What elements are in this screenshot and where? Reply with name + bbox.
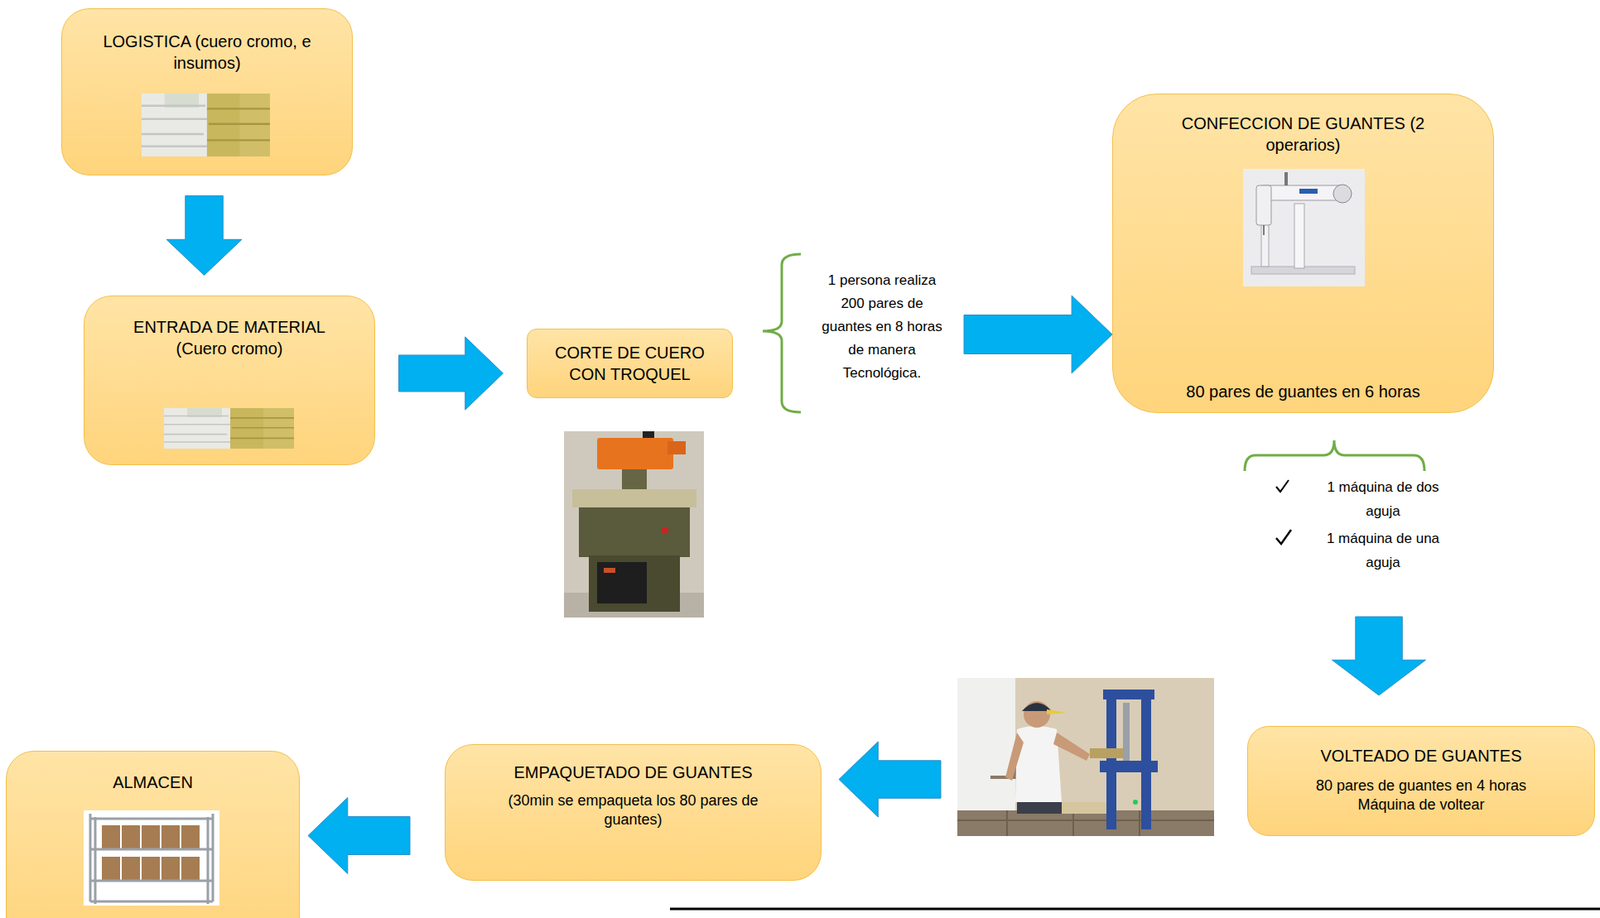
- flow-arrow: [399, 337, 504, 410]
- process-box: ALMACEN: [5, 751, 300, 918]
- box-title: EMPAQUETADO DE GUANTES: [513, 761, 752, 784]
- turning-machine-photo-part: [1141, 693, 1152, 830]
- turning-machine-photo-part: [1023, 701, 1051, 728]
- rule-line: [669, 908, 1600, 911]
- turning-machine-photo: [957, 678, 1215, 837]
- die-cutting-press-photo-part: [597, 438, 674, 470]
- die-cutting-press-photo-part: [563, 431, 704, 618]
- turning-machine-photo-part: [957, 678, 1215, 837]
- process-box: VOLTEADO DE GUANTES 80 pares de guantes e…: [1247, 726, 1596, 837]
- die-cutting-press-photo-part: [603, 568, 616, 574]
- die-cutting-press-photo-part: [572, 489, 697, 508]
- turning-machine-photo-part: [1132, 800, 1138, 805]
- box-title: VOLTEADO DE GUANTES: [1320, 745, 1522, 767]
- die-cutting-press-photo-part: [642, 431, 655, 444]
- note-text: 1 máquina de una aguja: [1312, 526, 1454, 575]
- die-cutting-press-photo-part: [597, 562, 647, 604]
- die-cutting-press-photo-part: [661, 527, 669, 535]
- turning-machine-photo-part: [1053, 732, 1090, 762]
- box-title: ALMACEN: [112, 771, 193, 794]
- die-cutting-press-photo-part: [621, 469, 647, 492]
- process-box: CONFECCION DE GUANTES (2 operarios) 80 pa…: [1112, 93, 1494, 414]
- turning-machine-photo-part: [1021, 703, 1052, 712]
- note-text: 1 máquina de dos aguja: [1312, 475, 1454, 524]
- box-note: 80 pares de guantes en 4 horas Máquina d…: [1296, 776, 1546, 815]
- die-cutting-press-photo-part: [578, 507, 690, 558]
- process-box: EMPAQUETADO DE GUANTES (30min se empaquet…: [444, 744, 822, 882]
- turning-machine-photo-part: [1106, 693, 1117, 830]
- box-title: ENTRADA DE MATERIAL (Cuero cromo): [121, 316, 338, 360]
- flow-arrow: [166, 196, 242, 276]
- turning-machine-photo-part: [1016, 802, 1062, 815]
- box-title: CONFECCION DE GUANTES (2 operarios): [1171, 112, 1437, 156]
- process-box: ENTRADA DE MATERIAL (Cuero cromo): [83, 295, 376, 466]
- turning-machine-photo-part: [957, 810, 1215, 837]
- turning-machine-photo-part: [957, 810, 1215, 837]
- turning-machine-photo-part: [1046, 709, 1067, 715]
- box-title: CORTE DE CUERO CON TROQUEL: [547, 342, 714, 386]
- die-cutting-press-photo-part: [667, 441, 686, 455]
- check-mark: [1276, 480, 1289, 492]
- box-note: (30min se empaqueta los 80 pares de guan…: [490, 791, 776, 830]
- flow-arrow: [963, 295, 1113, 374]
- note-text: 1 persona realiza 200 pares de guantes e…: [815, 269, 949, 386]
- process-box: CORTE DE CUERO CON TROQUEL: [526, 328, 733, 399]
- flow-arrow: [838, 742, 941, 818]
- die-cutting-press-photo-part: [588, 555, 680, 613]
- turning-machine-photo-part: [1056, 802, 1107, 815]
- die-cutting-press-photo-part: [563, 592, 704, 618]
- turning-machine-photo-part: [1015, 726, 1062, 803]
- process-box: LOGISTICA (cuero cromo, e insumos): [61, 8, 353, 176]
- curly-brace: [1244, 440, 1425, 472]
- turning-machine-photo-part: [990, 765, 1037, 778]
- curly-brace: [762, 254, 801, 413]
- check-mark: [1276, 530, 1292, 545]
- die-cutting-press-photo-part: [563, 592, 704, 618]
- box-note: 80 pares de guantes en 6 horas: [1185, 380, 1420, 403]
- turning-machine-photo-part: [1103, 689, 1155, 700]
- turning-machine-photo-part: [1122, 703, 1130, 762]
- turning-machine-photo-part: [1005, 732, 1024, 781]
- turning-machine-photo-part: [957, 678, 1016, 837]
- flow-arrow: [1332, 616, 1427, 696]
- turning-machine-photo-part: [1099, 761, 1158, 773]
- flow-arrow: [308, 798, 410, 875]
- box-title: LOGISTICA (cuero cromo, e insumos): [77, 30, 337, 74]
- die-cutting-press-photo: [563, 431, 704, 618]
- turning-machine-photo-part: [1089, 748, 1123, 759]
